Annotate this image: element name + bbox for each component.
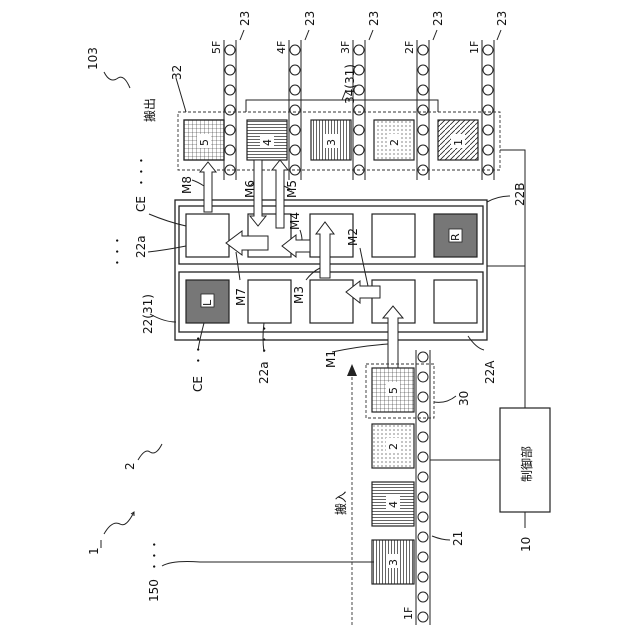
in-conveyor-leader [432, 536, 450, 540]
in-conveyor [416, 350, 430, 625]
cell-ref-top: 22a [134, 235, 148, 258]
shelf-a-cell-2 [248, 280, 291, 323]
shelf-b-cell-4 [372, 214, 415, 257]
move-label-m4: M4 [288, 212, 302, 230]
right-mark: R [449, 233, 462, 241]
svg-text:3: 3 [387, 559, 400, 566]
conveyor-ref-1f: 23 [495, 11, 509, 26]
conveyor-ref-2f: 23 [431, 11, 445, 26]
in-buffer-leader [434, 396, 456, 402]
floor-label-2f: 2F [403, 41, 416, 54]
in-conveyor-ref: 21 [451, 531, 465, 546]
shelf-a-cell-3 [310, 280, 353, 323]
conveyor-ref-leader-3f [369, 30, 373, 40]
cell-leader-top [148, 246, 186, 252]
floor-label-4f: 4F [275, 41, 288, 54]
shelf-b-cell-1 [186, 214, 229, 257]
move-arrow-m1 [383, 306, 403, 368]
svg-text:5: 5 [198, 139, 211, 146]
out-item-5: 5 [184, 120, 224, 160]
floor-conveyor-4f [289, 40, 301, 180]
move-label-m3: M3 [292, 286, 306, 304]
articles-ref: 150 [147, 579, 161, 602]
shelf-b-leader [487, 196, 510, 202]
in-item-2: 2 [372, 424, 414, 468]
out-item-4: 4 [247, 120, 287, 160]
shelf-a-leader [468, 336, 484, 350]
shelf-a-ref: 22A [483, 360, 497, 384]
floor-conveyor-1f [482, 40, 494, 180]
cell-dots-bottom: ・・・ [258, 323, 271, 356]
conveyor-ref-leader-1f [497, 30, 501, 40]
floor-conveyor-5f [224, 40, 236, 180]
system-ref: 1 [87, 547, 101, 555]
move-leader-m3 [306, 268, 320, 280]
controller-ref: 10 [519, 537, 533, 552]
end-cell-ref-bottom: CE [191, 376, 205, 392]
out-group-ref: 34(31) [343, 64, 357, 104]
out-buffer-leader [176, 78, 186, 112]
in-item-3: 3 [372, 540, 414, 584]
system-leader [104, 512, 134, 534]
in-item-4: 4 [372, 482, 414, 526]
end-cell-dots-top: ・・・ [135, 155, 148, 188]
out-group-bracket [246, 100, 438, 112]
left-mark: L [201, 299, 214, 306]
svg-text:5: 5 [387, 387, 400, 394]
svg-text:2: 2 [387, 443, 400, 450]
fig-ref: 103 [86, 47, 100, 70]
svg-text:2: 2 [388, 139, 401, 146]
move-leader-m2 [360, 248, 368, 286]
floor-conveyor-3f [353, 40, 365, 180]
controller-label: 制御部 [519, 446, 534, 482]
move-label-m1: M1 [324, 350, 338, 368]
load-direction-arrowhead [347, 364, 357, 376]
articles-dots: ・・・ [148, 539, 161, 572]
conveyor-ref-leader-2f [433, 30, 437, 40]
load-label: 搬入 [333, 491, 348, 515]
svg-text:4: 4 [261, 139, 274, 146]
move-label-m5: M5 [285, 180, 299, 198]
end-cell-leader-top [149, 214, 186, 226]
move-label-m2: M2 [346, 228, 360, 246]
in-item-5: 5 [372, 368, 414, 412]
move-arrow-m8 [200, 162, 216, 212]
floor-label-5f: 5F [210, 41, 223, 54]
fig-leader [104, 72, 130, 88]
out-item-1: 1 [438, 120, 478, 160]
conveyor-ref-5f: 23 [238, 11, 252, 26]
shelf-group-ref: 22(31) [141, 294, 155, 334]
move-label-m8: M8 [180, 176, 194, 194]
move-leader-m1 [332, 344, 388, 352]
end-cell-ref-top: CE [134, 196, 148, 212]
conveyor-ref-3f: 23 [367, 11, 381, 26]
svg-text:4: 4 [387, 501, 400, 508]
floor-label-3f: 3F [339, 41, 352, 54]
move-leader-m7 [236, 252, 240, 280]
conveyor-ref-4f: 23 [303, 11, 317, 26]
svg-text:3: 3 [325, 139, 338, 146]
floor-label-1f: 1F [468, 41, 481, 54]
move-label-m7: M7 [234, 288, 248, 306]
move-label-m6: M6 [243, 180, 257, 198]
move-leader-m4 [300, 230, 302, 240]
floor-conveyor-2f [417, 40, 429, 180]
cell-ref-bottom: 22a [257, 361, 271, 384]
in-floor-label: 1F [402, 607, 415, 620]
side-dots: ・・・ [111, 235, 124, 268]
shelf-a-cell-5 [434, 280, 477, 323]
svg-text:1: 1 [452, 139, 465, 146]
subsystem-leader [138, 444, 162, 460]
in-buffer-ref: 30 [457, 391, 471, 406]
subsystem-ref: 2 [123, 462, 137, 470]
conveyor-ref-leader-4f [305, 30, 309, 40]
conveyor-ref-leader-5f [240, 30, 244, 40]
out-item-3: 3 [311, 120, 351, 160]
out-buffer-ref: 32 [170, 65, 184, 80]
unload-label: 搬出 [142, 98, 157, 122]
articles-leader [162, 562, 374, 567]
out-item-2: 2 [374, 120, 414, 160]
